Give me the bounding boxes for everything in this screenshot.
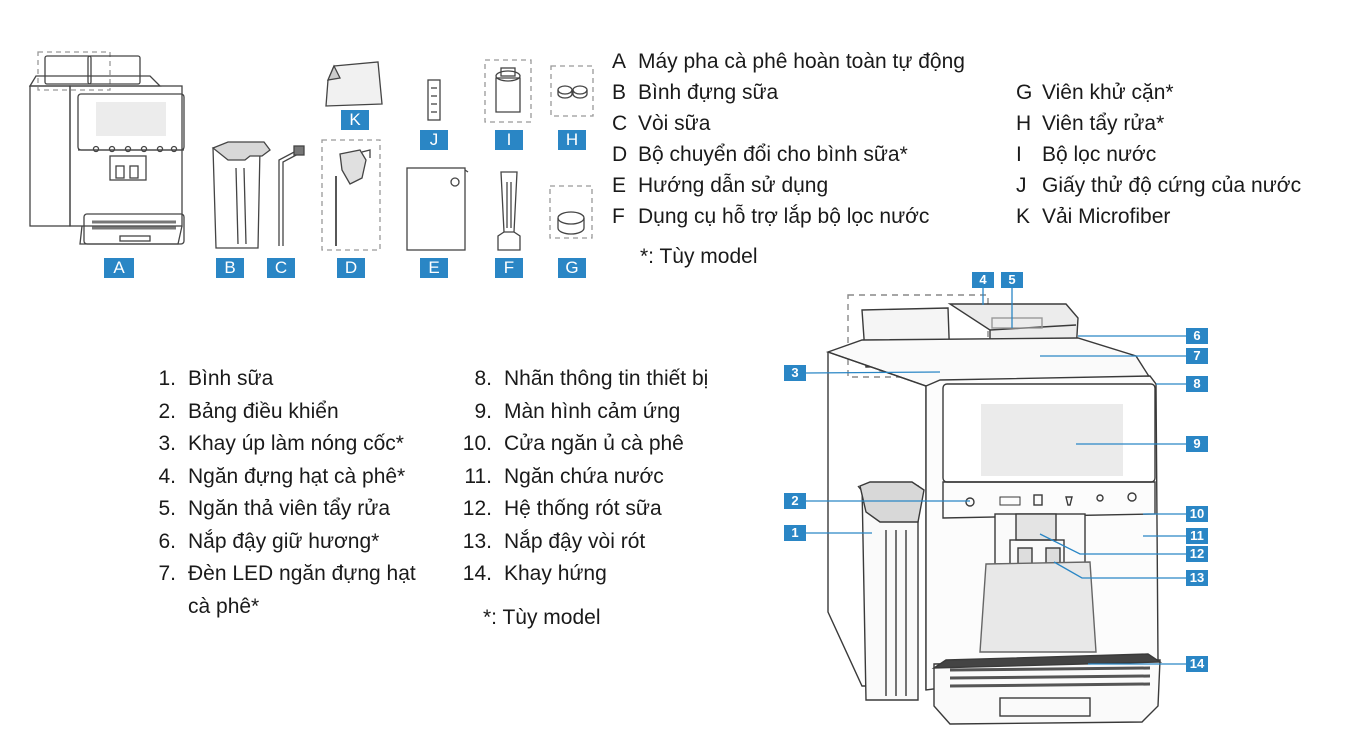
- callout-11: 11: [1186, 528, 1208, 544]
- tag-b: B: [216, 258, 244, 278]
- part-item-7-continued: cà phê*: [188, 594, 260, 618]
- part-item-11: 11.Ngăn chứa nước: [464, 464, 664, 488]
- tag-j: J: [420, 130, 448, 150]
- tag-e: E: [420, 258, 448, 278]
- tag-f: F: [495, 258, 523, 278]
- descaling-tablets-icon: [549, 185, 593, 239]
- tag-a: A: [104, 258, 134, 278]
- callout-6: 6: [1186, 328, 1208, 344]
- tag-h: H: [558, 130, 586, 150]
- part-item-10: 10.Cửa ngăn ủ cà phê: [462, 432, 684, 455]
- part-item-13: 13.Nắp đậy vòi rót: [462, 529, 646, 553]
- parts-list-right: 8.Nhãn thông tin thiết bị 9.Màn hình cảm…: [456, 363, 709, 591]
- test-strip-icon: [427, 79, 441, 121]
- tag-g: G: [558, 258, 586, 278]
- manual-icon: [406, 167, 469, 251]
- coffee-machine-small-icon: [28, 51, 185, 245]
- tag-i: I: [495, 130, 523, 150]
- milk-container-icon: [211, 141, 271, 249]
- part-item-2: 2.Bảng điều khiển: [158, 399, 339, 423]
- part-item-5: 5.Ngăn thả viên tẩy rửa: [158, 497, 391, 520]
- callout-7: 7: [1186, 348, 1208, 364]
- water-filter-icon: [484, 59, 532, 123]
- part-item-1: 1.Bình sữa: [158, 367, 274, 390]
- tag-c: C: [267, 258, 295, 278]
- part-item-8: 8.Nhãn thông tin thiết bị: [474, 367, 709, 390]
- callout-9: 9: [1186, 436, 1208, 452]
- part-item-12: 12.Hệ thống rót sữa: [462, 497, 662, 520]
- milk-tube-icon: [278, 145, 305, 246]
- callout-10: 10: [1186, 506, 1208, 522]
- part-item-14: 14.Khay hứng: [462, 562, 607, 585]
- part-item-4: 4.Ngăn đựng hạt cà phê*: [158, 464, 406, 488]
- part-item-6: 6.Nắp đậy giữ hương*: [158, 529, 380, 553]
- microfiber-cloth-icon: [325, 61, 383, 107]
- callout-13: 13: [1186, 570, 1208, 586]
- callout-5: 5: [1001, 272, 1023, 288]
- parts-list-left: 1.Bình sữa 2.Bảng điều khiển 3.Khay úp l…: [140, 363, 416, 623]
- tag-d: D: [337, 258, 365, 278]
- parts-footnote: *: Tùy model: [483, 606, 601, 629]
- callout-12: 12: [1186, 546, 1208, 562]
- tag-k: K: [341, 110, 369, 130]
- part-item-9: 9.Màn hình cảm ứng: [474, 399, 681, 423]
- accessory-footnote: *: Tùy model: [640, 245, 758, 268]
- part-item-7: 7.Đèn LED ngăn đựng hạt: [158, 562, 416, 585]
- callout-4: 4: [972, 272, 994, 288]
- cleaning-tablets-icon: [550, 65, 594, 117]
- milk-adapter-icon: [321, 139, 381, 251]
- part-item-3: 3.Khay úp làm nóng cốc*: [158, 432, 404, 455]
- filter-tool-icon: [497, 171, 521, 251]
- callout-14: 14: [1186, 656, 1208, 672]
- callout-8: 8: [1186, 376, 1208, 392]
- callout-2: 2: [784, 493, 806, 509]
- callout-3: 3: [784, 365, 806, 381]
- callout-1: 1: [784, 525, 806, 541]
